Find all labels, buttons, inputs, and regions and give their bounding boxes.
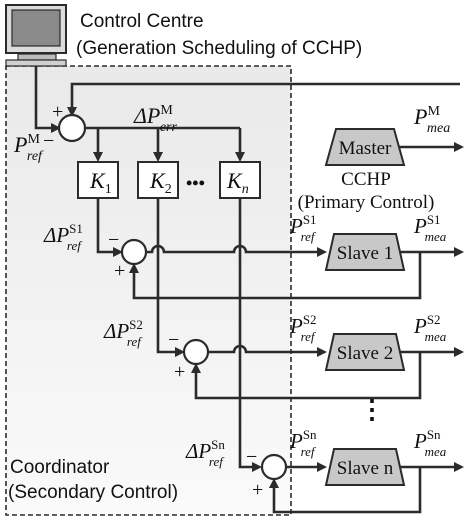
gain-ellipsis: ••• [186, 173, 205, 193]
slave-1-summing-junction [120, 238, 148, 266]
slave-1-block [324, 233, 406, 271]
slave-1-plus-sign: + [114, 260, 125, 282]
slave-1-minus-sign: − [108, 229, 119, 251]
coordinator-subtitle: (Secondary Control) [8, 482, 178, 503]
gain-k1-label: K1 [89, 168, 112, 197]
slave-2-summing-junction [182, 338, 210, 366]
slave-n-plus-sign: + [252, 479, 263, 501]
control-centre-subtitle: (Generation Scheduling of CCHP) [76, 38, 362, 59]
gain-block-kn [219, 161, 261, 199]
master-label: Master [339, 138, 392, 159]
master-feedback-wire [70, 82, 460, 114]
vertical-ellipsis: ⋮ [359, 395, 385, 424]
coordinator-region [5, 65, 292, 516]
slave-n-minus-sign: − [246, 446, 257, 468]
slave-n-block [324, 448, 406, 486]
gain-block-k1 [77, 161, 119, 199]
gain-block-k2 [137, 161, 179, 199]
cchp-title: CCHP [341, 169, 391, 190]
coordinator-title: Coordinator [10, 457, 110, 478]
slave-2-plus-sign: + [174, 361, 185, 383]
gain-kn-label: Kn [226, 168, 249, 197]
slave-2-minus-sign: − [168, 329, 179, 351]
gain-k2-label: K2 [149, 168, 172, 197]
slave-1-label: Slave 1 [337, 243, 393, 264]
control-centre-title: Control Centre [80, 11, 204, 32]
slave-n-label: Slave n [337, 458, 394, 479]
computer-icon [5, 4, 67, 67]
master-sum-plus-sign: + [52, 101, 63, 123]
master-block [324, 128, 406, 166]
cchp-subtitle: (Primary Control) [298, 192, 435, 213]
slave-2-block [324, 333, 406, 371]
master-sum-minus-sign: − [43, 130, 54, 152]
slave-n-summing-junction [260, 453, 288, 481]
slave-2-label: Slave 2 [337, 343, 393, 364]
master-summing-junction [57, 113, 87, 143]
